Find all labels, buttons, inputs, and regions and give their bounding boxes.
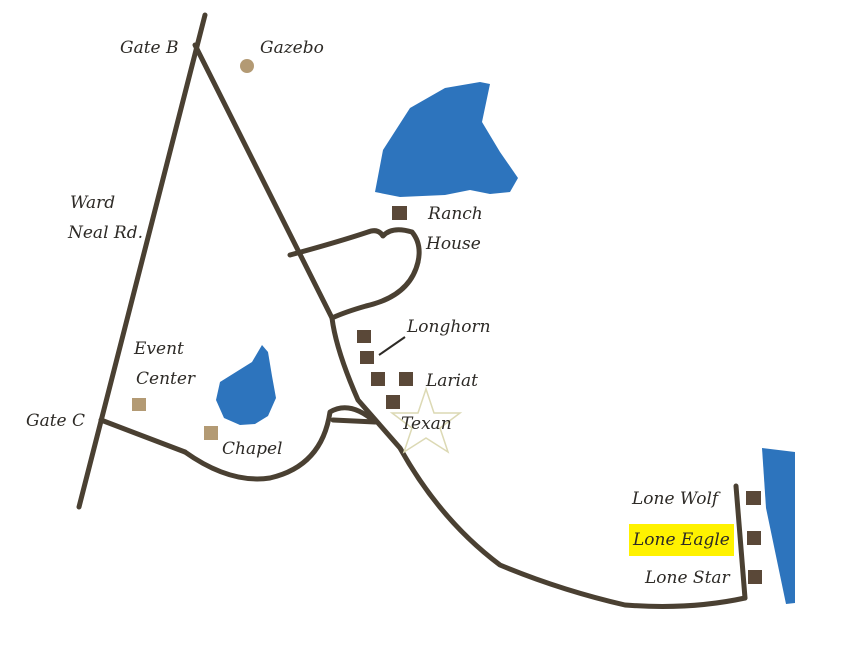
- pond-north: [375, 82, 518, 197]
- ranch-house-label-line1: Ranch: [428, 204, 483, 224]
- connector-road: [330, 417, 378, 425]
- lone-star-cabin: [748, 570, 762, 584]
- chapel-label: Chapel: [222, 439, 283, 459]
- lone-star-label: Lone Star: [645, 568, 730, 588]
- pond-center: [216, 345, 276, 425]
- texan-label: Texan: [401, 414, 452, 434]
- gate-c-road: [98, 417, 188, 455]
- longhorn-cabin-2: [360, 351, 374, 364]
- lake-east: [762, 448, 795, 604]
- longhorn-label: Longhorn: [407, 317, 491, 337]
- star-icon: [389, 386, 463, 454]
- longhorn-pointer: [378, 336, 406, 356]
- gazebo-marker: [240, 59, 254, 73]
- main-road: [329, 315, 748, 609]
- lariat-cabin-1: [371, 372, 385, 386]
- lone-access-road: [733, 483, 748, 601]
- lariat-cabin-2: [399, 372, 413, 386]
- event-center-label-line1: Event: [134, 339, 184, 359]
- ward-neal-road: [76, 12, 208, 510]
- gate-b-label: Gate B: [120, 38, 179, 58]
- gate-b-road: [192, 42, 335, 321]
- event-center-marker: [132, 398, 146, 411]
- lone-wolf-cabin: [746, 491, 761, 505]
- ward-neal-label-line2: Neal Rd.: [68, 223, 143, 243]
- ranch-loop-lower: [329, 259, 421, 321]
- gate-c-label: Gate C: [26, 411, 86, 431]
- ranch-house-cabin: [392, 206, 407, 220]
- chapel-marker: [204, 426, 218, 440]
- ward-neal-label-line1: Ward: [70, 193, 116, 213]
- gazebo-label: Gazebo: [260, 38, 324, 58]
- lariat-label: Lariat: [426, 371, 478, 391]
- lone-wolf-label: Lone Wolf: [632, 489, 719, 509]
- chapel-loop: [182, 405, 378, 482]
- event-center-label-line2: Center: [136, 369, 196, 389]
- lone-eagle-cabin: [747, 531, 761, 545]
- lone-eagle-label: Lone Eagle: [629, 524, 734, 556]
- texan-cabin: [386, 395, 400, 409]
- ranch-loop-upper: [287, 227, 422, 265]
- ranch-house-label-line2: House: [426, 234, 481, 254]
- longhorn-cabin-1: [357, 330, 371, 343]
